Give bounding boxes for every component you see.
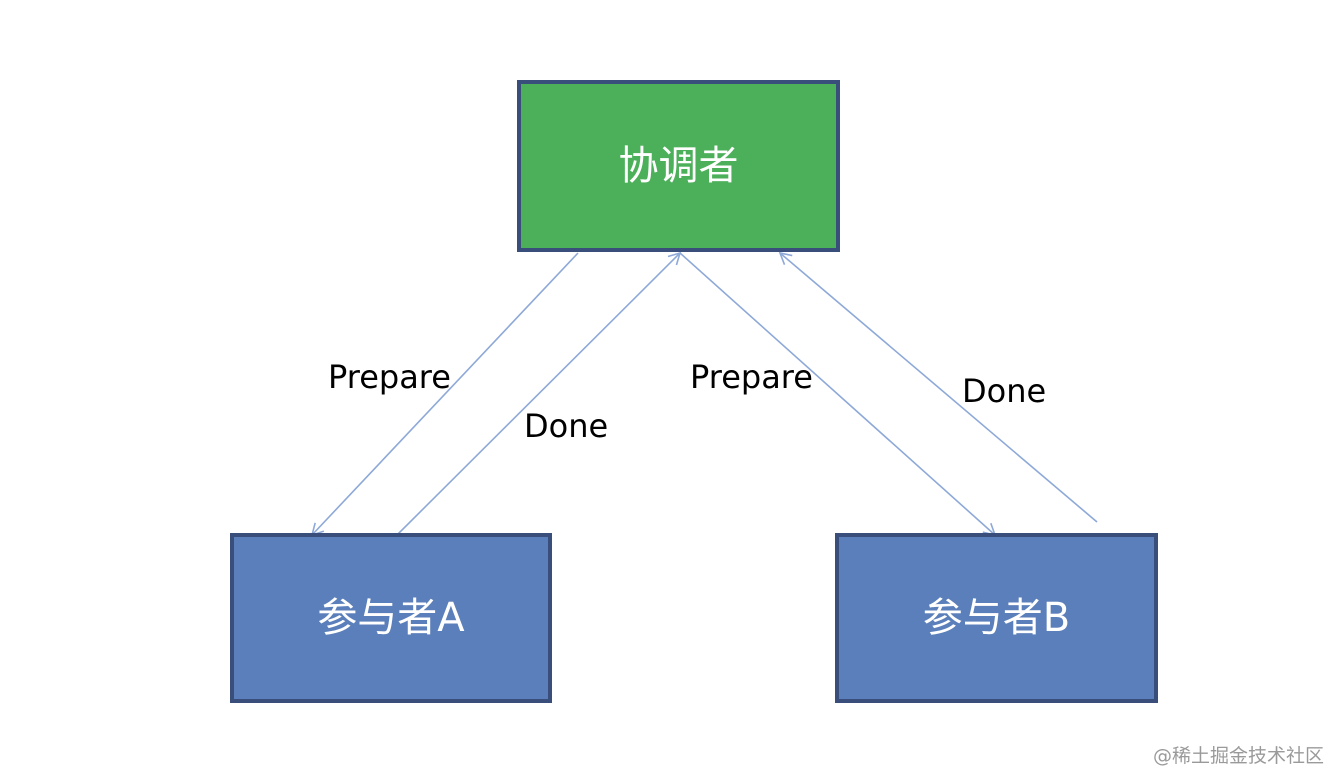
node-participant-a-box: [230, 533, 552, 703]
node-participant-b-label: 参与者B: [923, 595, 1070, 641]
node-coordinator: 协调者: [517, 80, 840, 252]
node-participant-a-label: 参与者A: [317, 595, 465, 641]
edge-done-from-b: Done: [778, 251, 1098, 523]
edge-label-done-b: Done: [962, 372, 1046, 410]
node-participant-b-box: [835, 533, 1158, 703]
watermark-text: @稀土掘金技术社区: [1152, 745, 1324, 767]
edge-label-prepare-a: Prepare: [328, 358, 451, 396]
node-coordinator-box: [517, 80, 840, 252]
node-participant-a: 参与者A: [230, 533, 552, 703]
node-participant-b: 参与者B: [835, 533, 1158, 703]
node-coordinator-label: 协调者: [619, 143, 739, 189]
edge-prepare-to-a: Prepare: [310, 252, 579, 537]
edge-label-prepare-b: Prepare: [690, 358, 813, 396]
edge-done-from-a: Done: [396, 251, 682, 536]
edge-label-done-a: Done: [524, 407, 608, 445]
edge-prepare-to-b: Prepare: [679, 252, 997, 537]
